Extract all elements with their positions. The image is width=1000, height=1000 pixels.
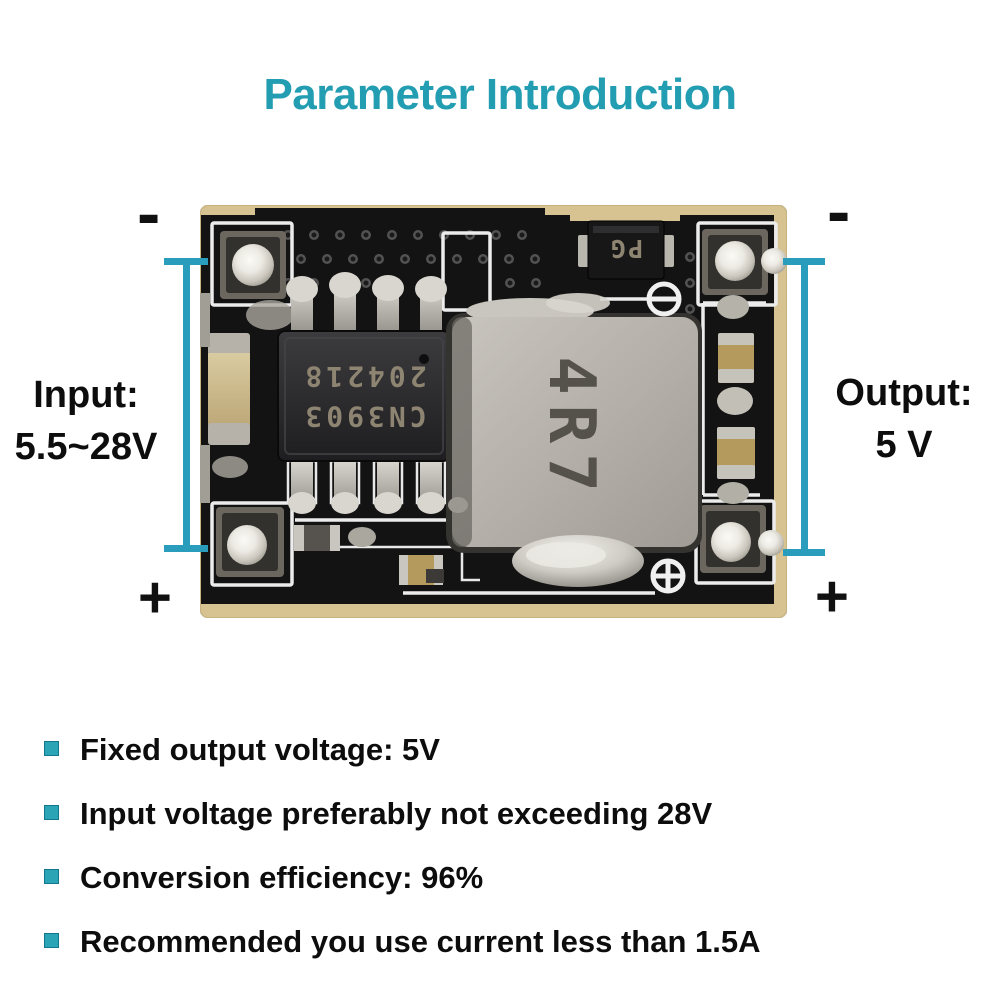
output-bracket <box>783 258 825 556</box>
output-bracket-line <box>800 258 808 556</box>
solder-ball-bottom-right <box>711 522 751 562</box>
output-bracket-cap-bottom <box>783 549 825 556</box>
output-label: Output: 5 V <box>816 368 992 471</box>
input-bracket-line <box>182 258 190 552</box>
spec-item: Recommended you use current less than 1.… <box>44 910 761 974</box>
spec-item: Conversion efficiency: 96% <box>44 846 761 910</box>
input-bracket <box>164 258 208 552</box>
spec-item: Fixed output voltage: 5V <box>44 718 761 782</box>
input-label: Input: 5.5~28V <box>0 370 172 473</box>
output-capacitors <box>717 295 755 504</box>
spec-item: Input voltage preferably not exceeding 2… <box>44 782 761 846</box>
input-minus-sign: - <box>137 174 161 252</box>
solder-ball-top-left <box>232 244 274 286</box>
diode-marking: PG <box>609 234 643 263</box>
small-components <box>294 497 468 585</box>
input-label-value: 5.5~28V <box>14 425 158 468</box>
output-minus-sign: - <box>827 172 851 250</box>
chip-marking-lot-code: 204218 <box>301 360 426 393</box>
output-label-value: 5 V <box>875 423 933 466</box>
input-bracket-cap-bottom <box>164 545 208 552</box>
solder-ball-top-right <box>715 241 755 281</box>
spec-item-text: Conversion efficiency: 96% <box>80 860 484 895</box>
input-plus-sign: + <box>138 565 172 630</box>
input-capacitor <box>200 293 294 503</box>
spec-item-text: Recommended you use current less than 1.… <box>80 924 761 959</box>
module-photo: CN3903 204218 4R7 <box>200 205 787 618</box>
inductor-marking: 4R7 <box>534 356 608 502</box>
output-plus-sign: + <box>815 564 849 629</box>
input-label-title: Input: <box>33 374 139 416</box>
spec-item-text: Input voltage preferably not exceeding 2… <box>80 796 713 831</box>
solder-ball-bottom-left <box>227 525 267 565</box>
spec-item-text: Fixed output voltage: 5V <box>80 732 440 767</box>
page-title: Parameter Introduction <box>263 70 737 119</box>
spec-list: Fixed output voltage: 5V Input voltage p… <box>44 718 761 974</box>
bullet-square-icon <box>44 933 59 948</box>
diode: PG <box>570 213 680 280</box>
minus-symbol-silkscreen <box>646 281 682 317</box>
inductor: 4R7 <box>446 293 702 587</box>
plus-symbol-silkscreen <box>650 558 686 594</box>
chip-marking-part-number: CN3903 <box>301 400 426 433</box>
output-label-title: Output: <box>835 372 973 414</box>
bullet-square-icon <box>44 869 59 884</box>
corner-solder-pads <box>216 229 787 577</box>
bullet-square-icon <box>44 805 59 820</box>
bullet-square-icon <box>44 741 59 756</box>
ic-chip: CN3903 204218 <box>277 272 451 514</box>
chip-legs <box>286 272 447 514</box>
pcb-board: CN3903 204218 4R7 <box>200 205 787 618</box>
